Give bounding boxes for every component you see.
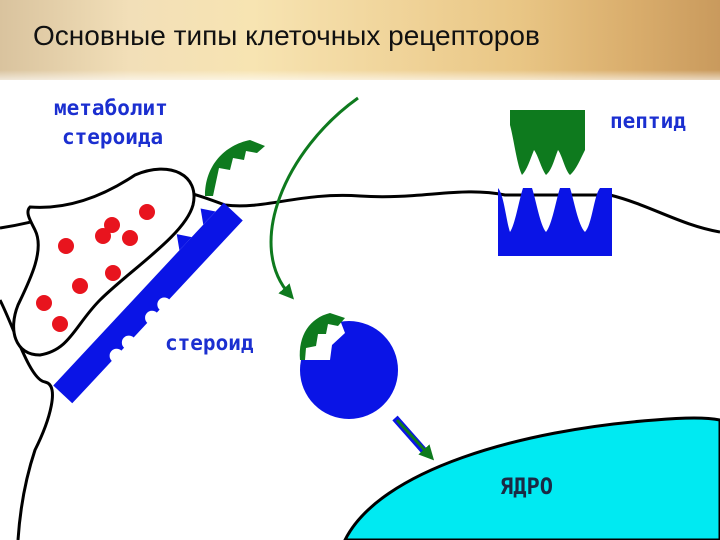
metabolite-dot: [72, 278, 88, 294]
metabolite-dot: [58, 238, 74, 254]
steroid-label: стероид: [165, 331, 254, 355]
metabolite-dot: [122, 230, 138, 246]
page-title: Основные типы клеточных рецепторов: [33, 20, 540, 51]
peptide-label: пептид: [610, 109, 686, 133]
vesicle: [12, 167, 196, 357]
metabolite-label-line1: метаболит: [54, 96, 168, 120]
steroid-metabolite-ligand: [205, 140, 265, 196]
metabolite-dot: [104, 217, 120, 233]
nucleus: [343, 416, 720, 540]
nucleus-arrow: [395, 418, 435, 461]
membrane-receptor: [53, 202, 243, 404]
title-bar: Основные типы клеточных рецепторов: [0, 0, 720, 80]
metabolite-dot: [36, 295, 52, 311]
peptide-ligand: [510, 110, 585, 175]
entry-arrow: [269, 96, 359, 300]
steroid-ligand: [299, 313, 345, 360]
metabolite-dot: [52, 316, 68, 332]
metabolite-dot: [95, 228, 111, 244]
metabolite-molecules: [36, 204, 155, 332]
peptide-receptor: [498, 188, 612, 256]
metabolite-label-line2: стероида: [62, 125, 163, 149]
nucleus-label: ЯДРО: [500, 475, 553, 500]
metabolite-dot: [105, 265, 121, 281]
metabolite-dot: [139, 204, 155, 220]
